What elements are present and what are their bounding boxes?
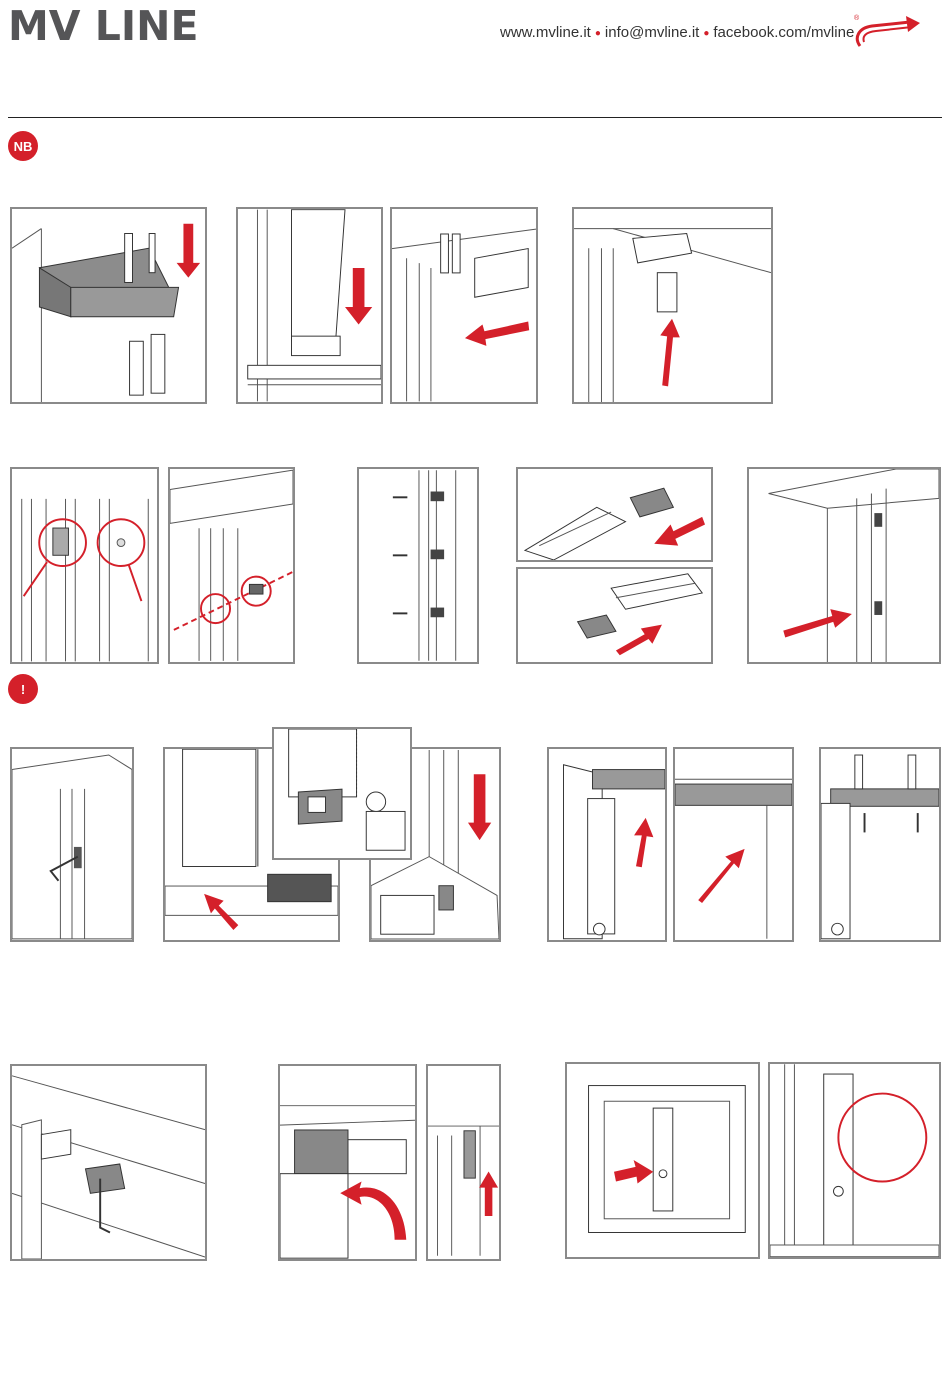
registered-mark: ® xyxy=(854,14,860,22)
figure-frame-insert-arrow xyxy=(747,467,941,664)
figure-knob-circle-detail xyxy=(768,1062,941,1259)
figure-frame-knob-arrow xyxy=(565,1062,760,1259)
figure-end-cap-insert-bottom xyxy=(516,567,713,664)
figure-profile-detail-circles xyxy=(10,467,159,664)
brand-logo: MV LINE xyxy=(8,6,199,47)
email-link[interactable]: info@mvline.it xyxy=(605,24,699,41)
facebook-link[interactable]: facebook.com/mvline xyxy=(713,24,854,41)
contact-line: www.mvline.it ● info@mvline.it ● facebook.co… xyxy=(500,24,854,41)
figure-clip-closeup xyxy=(272,727,412,860)
figure-profile-up-arrow xyxy=(547,747,667,942)
warning-badge: ! xyxy=(8,674,38,704)
figure-end-cap-insert-top xyxy=(516,467,713,562)
figure-rotate-arrow xyxy=(278,1064,417,1261)
separator-dot: ● xyxy=(703,28,709,39)
figure-top-bar-plugs xyxy=(819,747,941,942)
website-link[interactable]: www.mvline.it xyxy=(500,24,591,41)
figure-side-up-arrow xyxy=(426,1064,501,1261)
figure-hinge-bracket-screws xyxy=(10,207,207,404)
figure-side-screws xyxy=(357,467,479,664)
figure-bracket-slide-in xyxy=(390,207,538,404)
header-divider xyxy=(8,117,942,118)
figure-allen-key-top-rail xyxy=(10,1064,207,1261)
separator-dot: ● xyxy=(595,28,601,39)
figure-frame-drill-line xyxy=(168,467,295,664)
arrow-brand-icon: ® xyxy=(852,12,924,52)
figure-cap-push-up xyxy=(572,207,773,404)
figure-top-bar-arrow xyxy=(673,747,794,942)
figure-allen-key-frame xyxy=(10,747,134,942)
figure-profile-slide-down xyxy=(236,207,383,404)
nb-badge: NB xyxy=(8,131,38,161)
